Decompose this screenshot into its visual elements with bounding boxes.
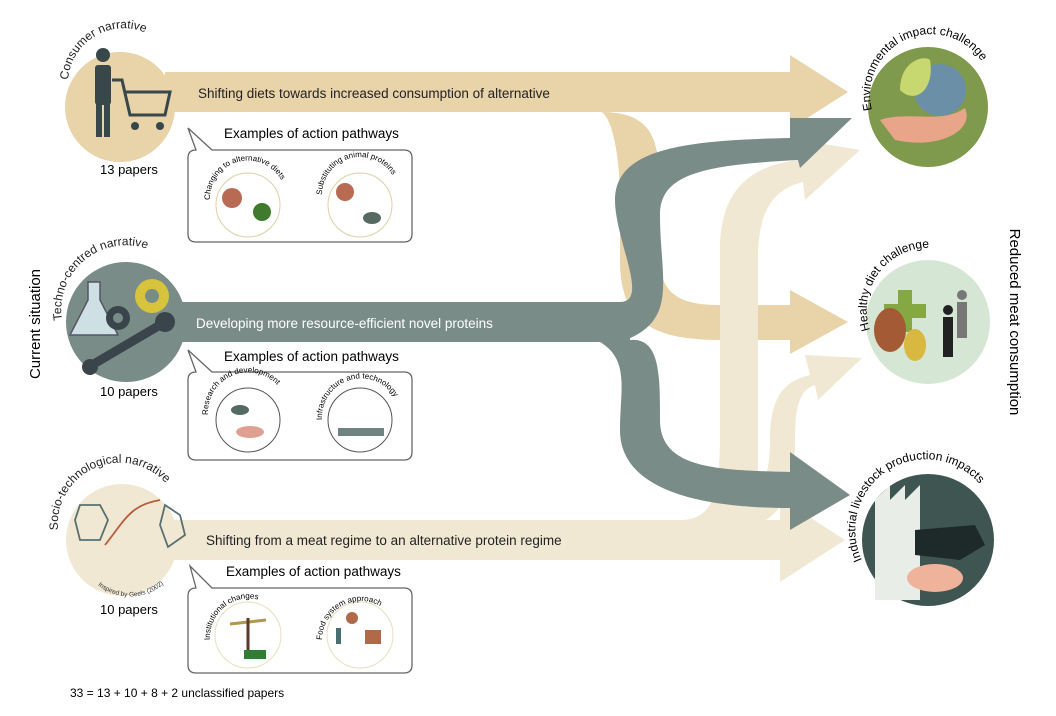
socio-narrative-node: Socio-technological narrative Inspired b… bbox=[47, 452, 187, 617]
pig-icon bbox=[907, 564, 963, 592]
meat-icon bbox=[222, 188, 242, 208]
people-icon bbox=[943, 290, 967, 357]
healthy-diet-challenge-node: Healthy diet challenge bbox=[856, 237, 990, 384]
scales-money-icon bbox=[229, 618, 267, 659]
techno-flow-label: Developing more resource-efficient novel… bbox=[196, 316, 493, 331]
bean-icon bbox=[874, 308, 906, 352]
socio-flow-label: Shifting from a meat regime to an altern… bbox=[206, 533, 562, 548]
cow-icon bbox=[915, 525, 985, 560]
socio-flow-arrow bbox=[160, 140, 862, 582]
hand-icon bbox=[880, 108, 967, 143]
factory-icon bbox=[875, 485, 920, 600]
insect-icon bbox=[231, 405, 249, 415]
regime-transition-icon bbox=[74, 499, 187, 549]
industrial-livestock-node: Industrial livestock production impacts bbox=[844, 448, 994, 606]
leaf-icon bbox=[900, 58, 931, 96]
socio-examples-callout: Examples of action pathways Institutiona… bbox=[187, 563, 413, 674]
techno-papers-count: 10 papers bbox=[100, 384, 158, 399]
footnote: 33 = 13 + 10 + 8 + 2 unclassified papers bbox=[70, 686, 284, 700]
health-cross-icon bbox=[884, 290, 926, 332]
consumer-flow-label: Shifting diets towards increased consump… bbox=[198, 86, 550, 101]
lab-flask-gears-wrench-icon bbox=[68, 279, 175, 375]
consumer-examples-callout: Examples of action pathways Changing to … bbox=[187, 126, 413, 243]
current-situation-label: Current situation bbox=[27, 269, 44, 379]
infrastructure-icon bbox=[338, 428, 384, 436]
consumer-papers-count: 13 papers bbox=[100, 162, 158, 177]
shopper-with-cart-icon bbox=[95, 48, 172, 137]
techno-narrative-node: Techno-centred narrative 10 papers bbox=[50, 234, 186, 399]
techno-examples-title: Examples of action pathways bbox=[224, 349, 399, 364]
environmental-challenge-node: Environmental impact challenge bbox=[859, 23, 991, 167]
reduced-meat-consumption-label: Reduced meat consumption bbox=[1006, 229, 1023, 416]
socio-papers-count: 10 papers bbox=[100, 602, 158, 617]
broccoli-icon bbox=[253, 203, 271, 221]
consumer-examples-title: Examples of action pathways bbox=[224, 126, 399, 141]
techno-examples-callout: Examples of action pathways Research and… bbox=[187, 349, 413, 461]
techno-flow-arrow bbox=[170, 118, 852, 530]
consumer-narrative-node: Consumer narrative 13 papers bbox=[57, 17, 175, 177]
socio-examples-title: Examples of action pathways bbox=[226, 564, 401, 579]
food-system-icon bbox=[336, 612, 381, 644]
insect-icon bbox=[363, 212, 381, 224]
petri-dish-icon bbox=[236, 426, 264, 438]
meat-icon bbox=[336, 183, 354, 201]
